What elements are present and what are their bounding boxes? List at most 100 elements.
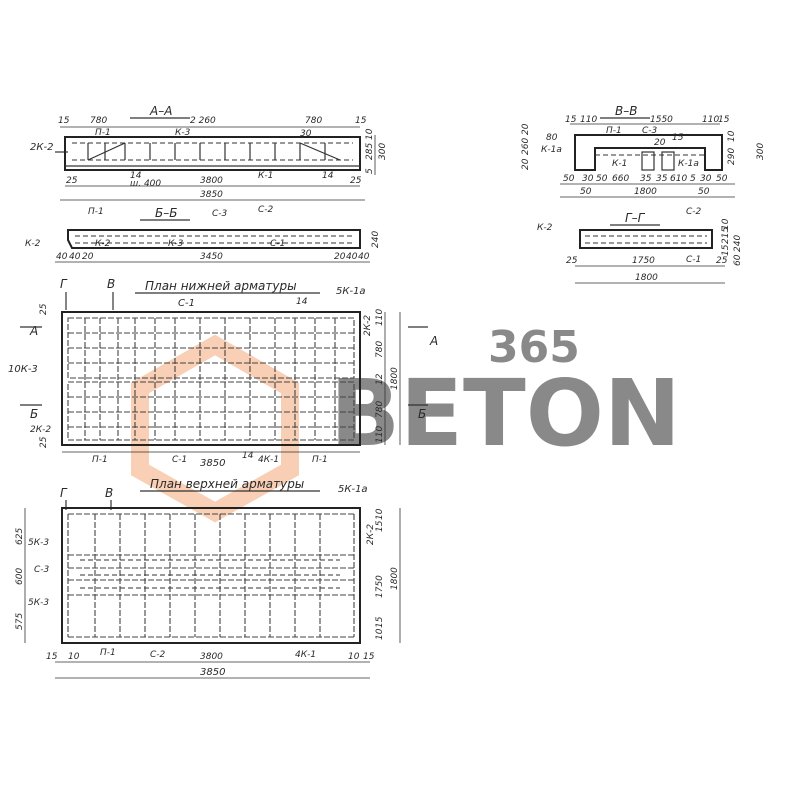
section-aa: А–А 2К-2 15 780 2 260 780 15 П-1 К-3 К-1… bbox=[30, 104, 388, 201]
bb-dim-1: 40 bbox=[56, 252, 68, 262]
gg-dim-b2: 1750 bbox=[632, 256, 655, 266]
gg-dim-b1: 25 bbox=[566, 256, 578, 266]
vv-dim-b5: 35 bbox=[640, 174, 652, 184]
vv-dim-b6: 35 bbox=[656, 174, 668, 184]
vv-dim-b8: 5 bbox=[690, 174, 696, 184]
section-vv: В–В 15 110 1550 110 15 П-1 С-3 К-1а К-1 … bbox=[521, 104, 766, 198]
plan-top-label-p1: П-1 bbox=[100, 648, 116, 658]
vv-label-80: 80 bbox=[546, 133, 558, 143]
vv-dim-c3: 50 bbox=[698, 187, 710, 197]
vv-dim-c1: 50 bbox=[580, 187, 592, 197]
aa-dim-top-2: 780 bbox=[90, 116, 107, 126]
vv-dim-b10: 50 bbox=[716, 174, 728, 184]
plan-bottom-label-c1: С-1 bbox=[178, 298, 195, 309]
plan-top-label-c3: С-3 bbox=[34, 565, 50, 575]
vv-dim-left-2: 260 bbox=[521, 138, 531, 155]
plan-top-mark-v: В bbox=[105, 486, 113, 500]
plan-bottom-dim-r2: 780 bbox=[375, 341, 385, 358]
plan-top-dim-b5: 15 bbox=[363, 652, 375, 662]
section-vv-outline bbox=[574, 134, 723, 171]
plan-bottom-mark-a2: А bbox=[29, 324, 38, 338]
vv-label-k1a-left: К-1а bbox=[541, 145, 562, 155]
section-aa-mark-left: 2К-2 bbox=[30, 142, 53, 153]
bb-dim-7: 40 bbox=[358, 252, 370, 262]
aa-label-14a: 14 bbox=[130, 171, 142, 181]
plan-top-dim-b3: 3800 bbox=[200, 652, 223, 662]
plan-top-dim-r2: 15 bbox=[375, 520, 385, 532]
aa-dim-top-5: 15 bbox=[355, 116, 367, 126]
gg-dim-overall: 1800 bbox=[635, 273, 658, 283]
plan-top-label-5k3a: 5К-3 bbox=[28, 538, 49, 548]
plan-top-dim-r6: 1800 bbox=[390, 567, 400, 590]
gg-dim-b3: 25 bbox=[716, 256, 728, 266]
gg-label-k2: К-2 bbox=[537, 223, 553, 233]
section-bb-outline bbox=[67, 229, 361, 249]
plan-bottom-label-2k2a: 2К-2 bbox=[363, 315, 373, 336]
plan-top-dim-r1: 10 bbox=[375, 508, 385, 520]
plan-bottom-title: План нижней арматуры bbox=[145, 279, 297, 293]
gg-dim-r2: 215 bbox=[721, 227, 731, 244]
vv-label-20: 20 bbox=[654, 138, 666, 148]
plan-bottom-label-14a: 14 bbox=[296, 297, 308, 307]
plan-bottom-mark-g: Г bbox=[60, 277, 68, 291]
aa-note: ш. 400 bbox=[130, 179, 161, 189]
aa-dim-bot-3: 25 bbox=[350, 176, 362, 186]
plan-top-dim-r4: 15 bbox=[375, 616, 385, 628]
gg-label-c1: С-1 bbox=[686, 255, 701, 265]
plan-top-dim-left-1: 625 bbox=[15, 528, 25, 545]
plan-bottom-dim-r3: 12 bbox=[375, 373, 385, 385]
vv-dim-left-1: 20 bbox=[521, 158, 531, 170]
plan-top-title: План верхней арматуры bbox=[150, 477, 304, 491]
vv-dim-top-3: 1550 bbox=[650, 115, 673, 125]
aa-dim-right-1: 10 bbox=[365, 128, 375, 140]
bb-dim-3: 20 bbox=[82, 252, 94, 262]
gg-dim-r5: 60 bbox=[733, 254, 743, 266]
plan-top-dim-overall: 3850 bbox=[200, 667, 225, 678]
vv-dim-left-3: 20 bbox=[521, 123, 531, 135]
plan-bottom-dim-r4: 780 bbox=[375, 401, 385, 418]
plan-bottom-dim-left-1: 25 bbox=[39, 303, 49, 315]
plan-bottom-label-5k1a: 5К-1а bbox=[336, 286, 366, 297]
plan-top-dim-b2: 10 bbox=[68, 652, 80, 662]
gg-dim-r1: 10 bbox=[721, 218, 731, 230]
bb-dim-2: 40 bbox=[69, 252, 81, 262]
aa-label-p1: П-1 bbox=[95, 128, 111, 138]
vv-dim-top-5: 15 bbox=[718, 115, 730, 125]
plan-top-dim-left-3: 575 bbox=[15, 613, 25, 630]
plan-bottom-label-p1a: П-1 bbox=[92, 455, 108, 465]
plan-bottom-label-4k1: 4К-1 bbox=[258, 455, 279, 465]
vv-label-c3: С-3 bbox=[642, 126, 658, 136]
gg-label-c2: С-2 bbox=[686, 207, 702, 217]
aa-dim-bot-2: 3800 bbox=[200, 176, 223, 186]
plan-top-dim-b4: 10 bbox=[348, 652, 360, 662]
bb-dim-5: 20 bbox=[334, 252, 346, 262]
plan-top-label-5k3b: 5К-3 bbox=[28, 598, 49, 608]
vv-dim-right-2: 290 bbox=[727, 148, 737, 165]
section-bb-title: Б–Б bbox=[155, 206, 177, 220]
vv-label-15: 15 bbox=[672, 133, 684, 143]
plan-top-label-2k2: 2К-2 bbox=[366, 524, 376, 545]
aa-dim-right-2: 285 bbox=[365, 143, 375, 160]
plan-top: План верхней арматуры Г В 5К-1а 5К-3 С-3… bbox=[15, 477, 401, 679]
watermark-number: 365 bbox=[488, 322, 580, 373]
vv-dim-top-4: 110 bbox=[702, 115, 719, 125]
plan-top-label-c2: С-2 bbox=[150, 650, 166, 660]
vv-dim-b2: 30 bbox=[582, 174, 594, 184]
aa-dim-overall: 3850 bbox=[200, 190, 223, 200]
bb-label-c2: С-2 bbox=[258, 205, 274, 215]
section-aa-outline bbox=[64, 136, 361, 171]
plan-bottom-mark-a1: А bbox=[429, 334, 438, 348]
vv-dim-top-2: 110 bbox=[580, 115, 597, 125]
plan-bottom-dim-left-2: 25 bbox=[39, 436, 49, 448]
gg-dim-r3: 15 bbox=[721, 244, 731, 256]
plan-top-label-5k1a: 5К-1а bbox=[338, 484, 368, 495]
aa-dim-top-4: 780 bbox=[305, 116, 322, 126]
aa-label-14b: 14 bbox=[322, 171, 334, 181]
plan-bottom-mark-b2: Б bbox=[418, 407, 426, 421]
plan-bottom-label-10k3: 10К-3 bbox=[8, 364, 38, 375]
plan-top-dim-left-2: 600 bbox=[15, 568, 25, 585]
aa-dim-top-3: 2 260 bbox=[190, 116, 216, 126]
plan-bottom-label-14b: 14 bbox=[242, 451, 254, 461]
vv-dim-top-1: 15 bbox=[565, 115, 577, 125]
watermark-word: BETON bbox=[330, 360, 681, 467]
